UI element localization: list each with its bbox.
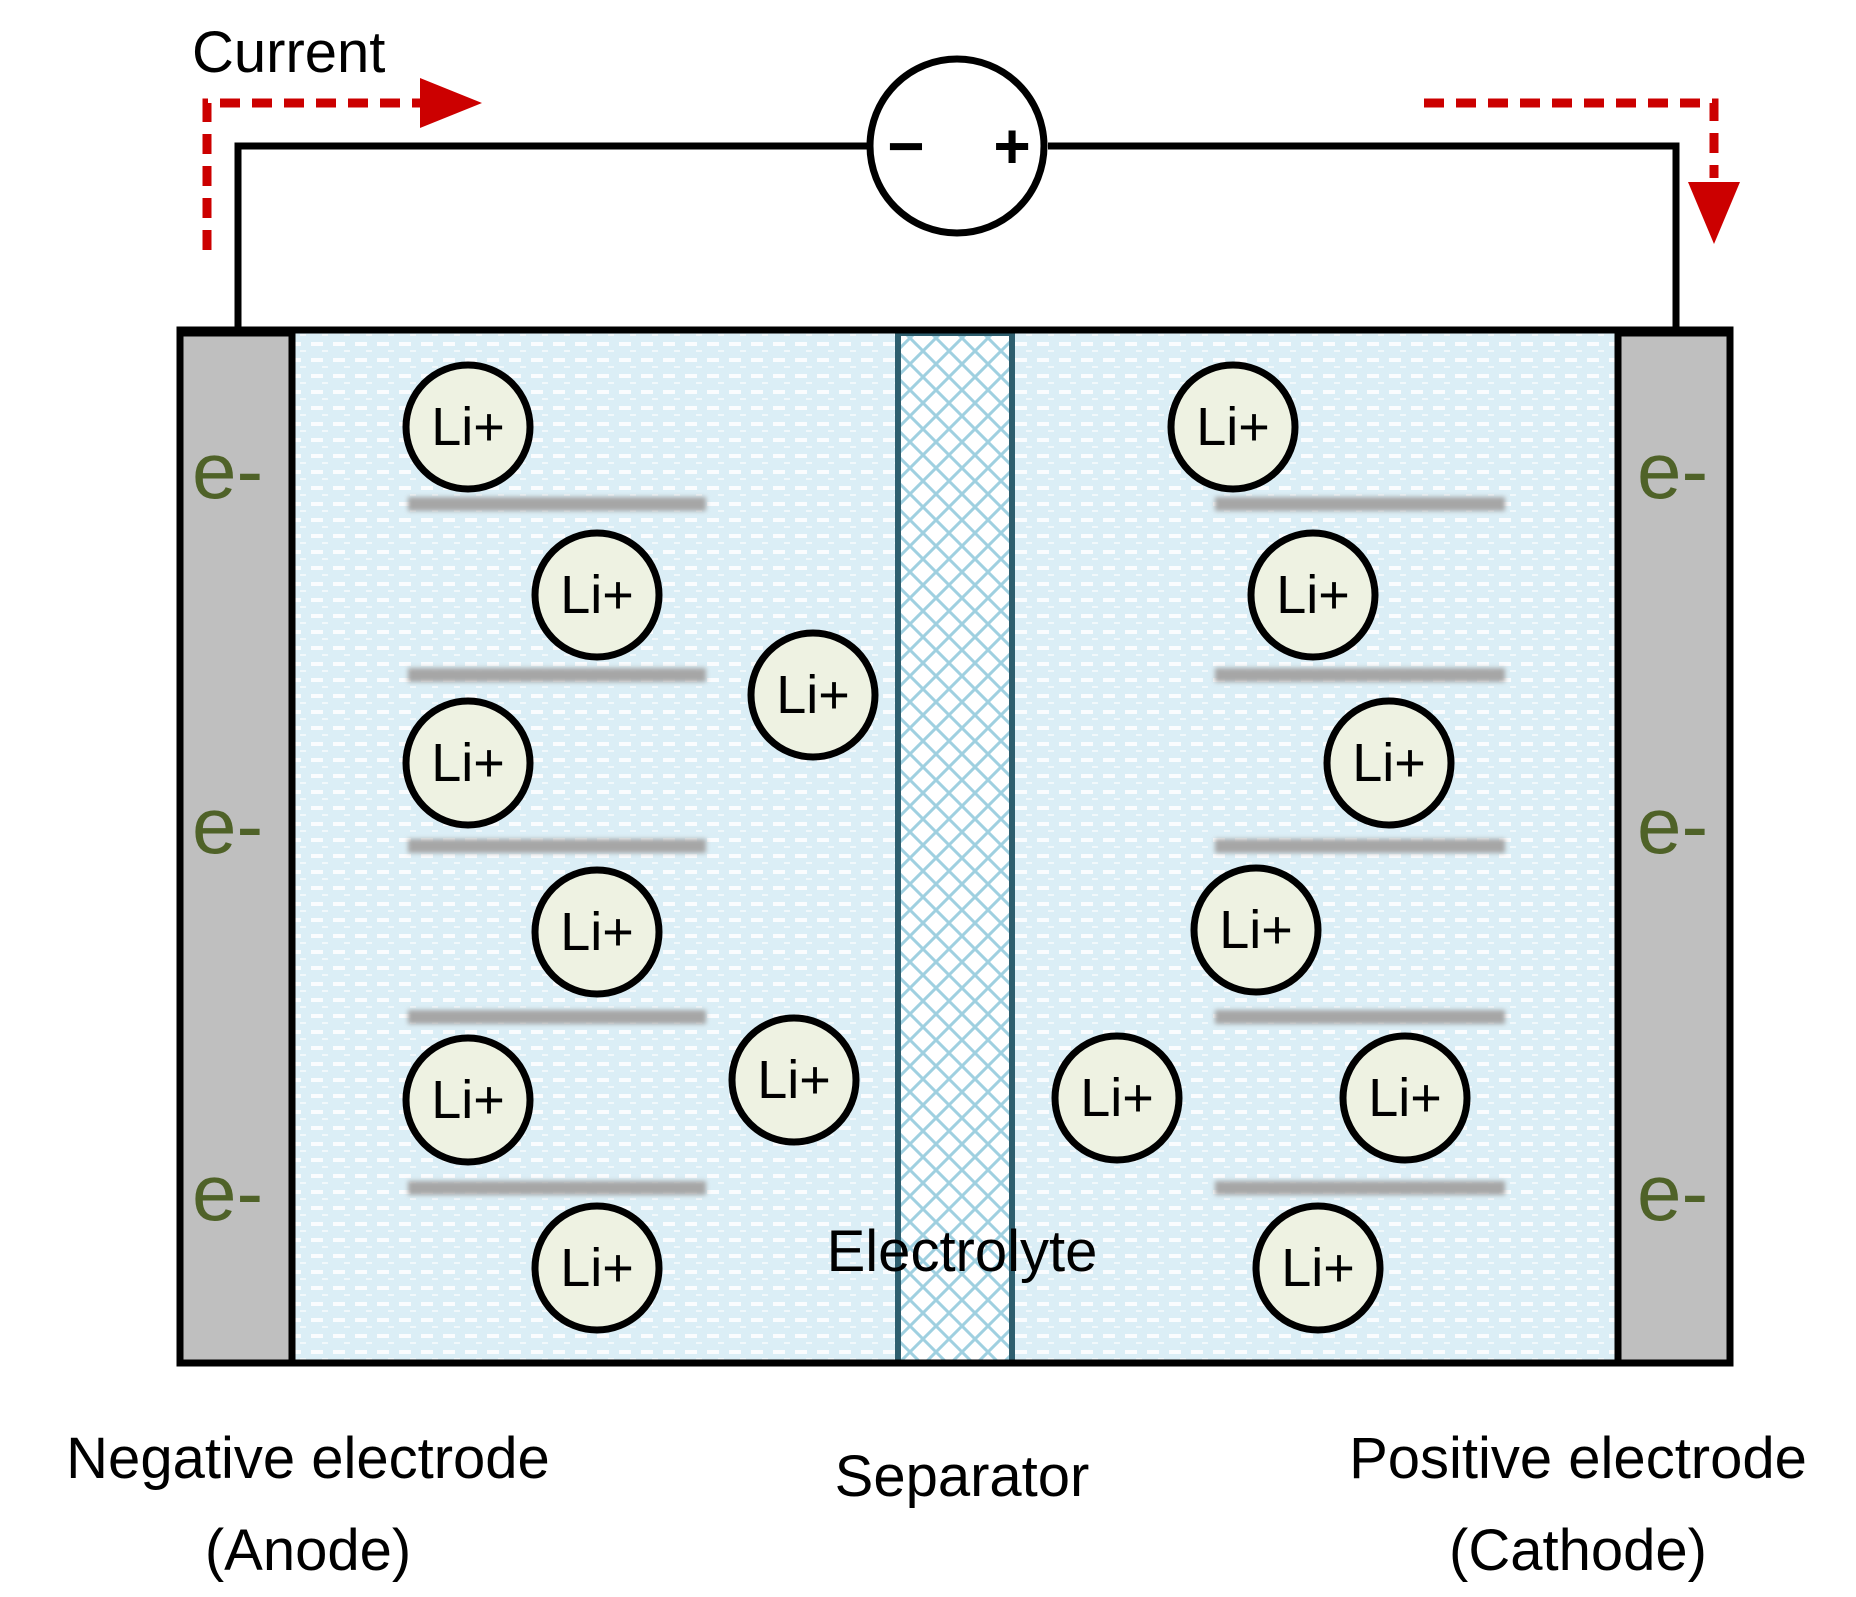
ion-label: Li+ xyxy=(431,1070,505,1130)
lithium-ion: Li+ xyxy=(402,697,534,829)
separator xyxy=(895,330,1015,1366)
ion-label: Li+ xyxy=(1368,1068,1442,1128)
ion-label: Li+ xyxy=(1196,397,1270,457)
ion-label: Li+ xyxy=(560,1238,634,1298)
anode-layer xyxy=(408,497,706,511)
source-minus-sign: − xyxy=(887,110,924,182)
ion-label: Li+ xyxy=(1219,900,1293,960)
electron-label: e- xyxy=(1637,781,1708,870)
electron-label: e- xyxy=(192,1148,263,1237)
lithium-ion: Li+ xyxy=(531,866,663,998)
cathode-layer xyxy=(1215,668,1505,682)
cathode-layer xyxy=(1215,839,1505,853)
electron-label: e- xyxy=(192,781,263,870)
cathode-layer xyxy=(1215,1010,1505,1024)
lithium-ion: Li+ xyxy=(1339,1032,1471,1164)
lithium-ion: Li+ xyxy=(1252,1202,1384,1334)
cathode-label: (Cathode) xyxy=(1449,1518,1707,1583)
anode-layers xyxy=(408,497,706,1195)
lithium-ion: Li+ xyxy=(728,1014,860,1146)
ion-label: Li+ xyxy=(1276,565,1350,625)
ion-label: Li+ xyxy=(560,902,634,962)
ion-label: Li+ xyxy=(757,1050,831,1110)
anode-layer xyxy=(408,839,706,853)
separator-label: Separator xyxy=(835,1444,1090,1509)
lithium-ion: Li+ xyxy=(531,1202,663,1334)
current-arrow-left xyxy=(202,78,482,250)
lithium-ion: Li+ xyxy=(1167,361,1299,493)
ion-label: Li+ xyxy=(776,665,850,725)
negative-electrode-label: Negative electrode xyxy=(66,1426,550,1491)
voltage-source: − + xyxy=(866,55,1048,237)
lithium-ion: Li+ xyxy=(402,361,534,493)
anode-layer xyxy=(408,668,706,682)
cathode-layers xyxy=(1215,497,1505,1195)
ion-label: Li+ xyxy=(560,565,634,625)
electrolyte-label: Electrolyte xyxy=(827,1219,1098,1284)
cathode-layer xyxy=(1215,497,1505,511)
circuit-wire xyxy=(234,142,1680,330)
ion-label: Li+ xyxy=(431,733,505,793)
lithium-ion: Li+ xyxy=(747,629,879,761)
lithium-ion: Li+ xyxy=(531,529,663,661)
cathode-layer xyxy=(1215,1181,1505,1195)
lithium-ion: Li+ xyxy=(1051,1032,1183,1164)
anode-layer xyxy=(408,1010,706,1024)
anode-label: (Anode) xyxy=(205,1518,411,1583)
ion-label: Li+ xyxy=(431,397,505,457)
current-arrow-right xyxy=(1424,98,1740,244)
lithium-ion: Li+ xyxy=(1323,697,1455,829)
electrons: e- e- e- e- e- e- xyxy=(192,426,1708,1237)
positive-electrode-label: Positive electrode xyxy=(1349,1426,1807,1491)
lithium-ion: Li+ xyxy=(402,1034,534,1166)
electron-label: e- xyxy=(1637,426,1708,515)
ion-label: Li+ xyxy=(1352,733,1426,793)
ion-label: Li+ xyxy=(1281,1238,1355,1298)
ion-label: Li+ xyxy=(1080,1068,1154,1128)
anode-layer xyxy=(408,1181,706,1195)
lithium-ion: Li+ xyxy=(1190,864,1322,996)
electron-label: e- xyxy=(1637,1148,1708,1237)
cell-outline xyxy=(176,326,1734,1367)
lithium-ion: Li+ xyxy=(1247,529,1379,661)
current-label: Current xyxy=(192,20,385,85)
source-plus-sign: + xyxy=(993,110,1030,182)
electron-label: e- xyxy=(192,426,263,515)
